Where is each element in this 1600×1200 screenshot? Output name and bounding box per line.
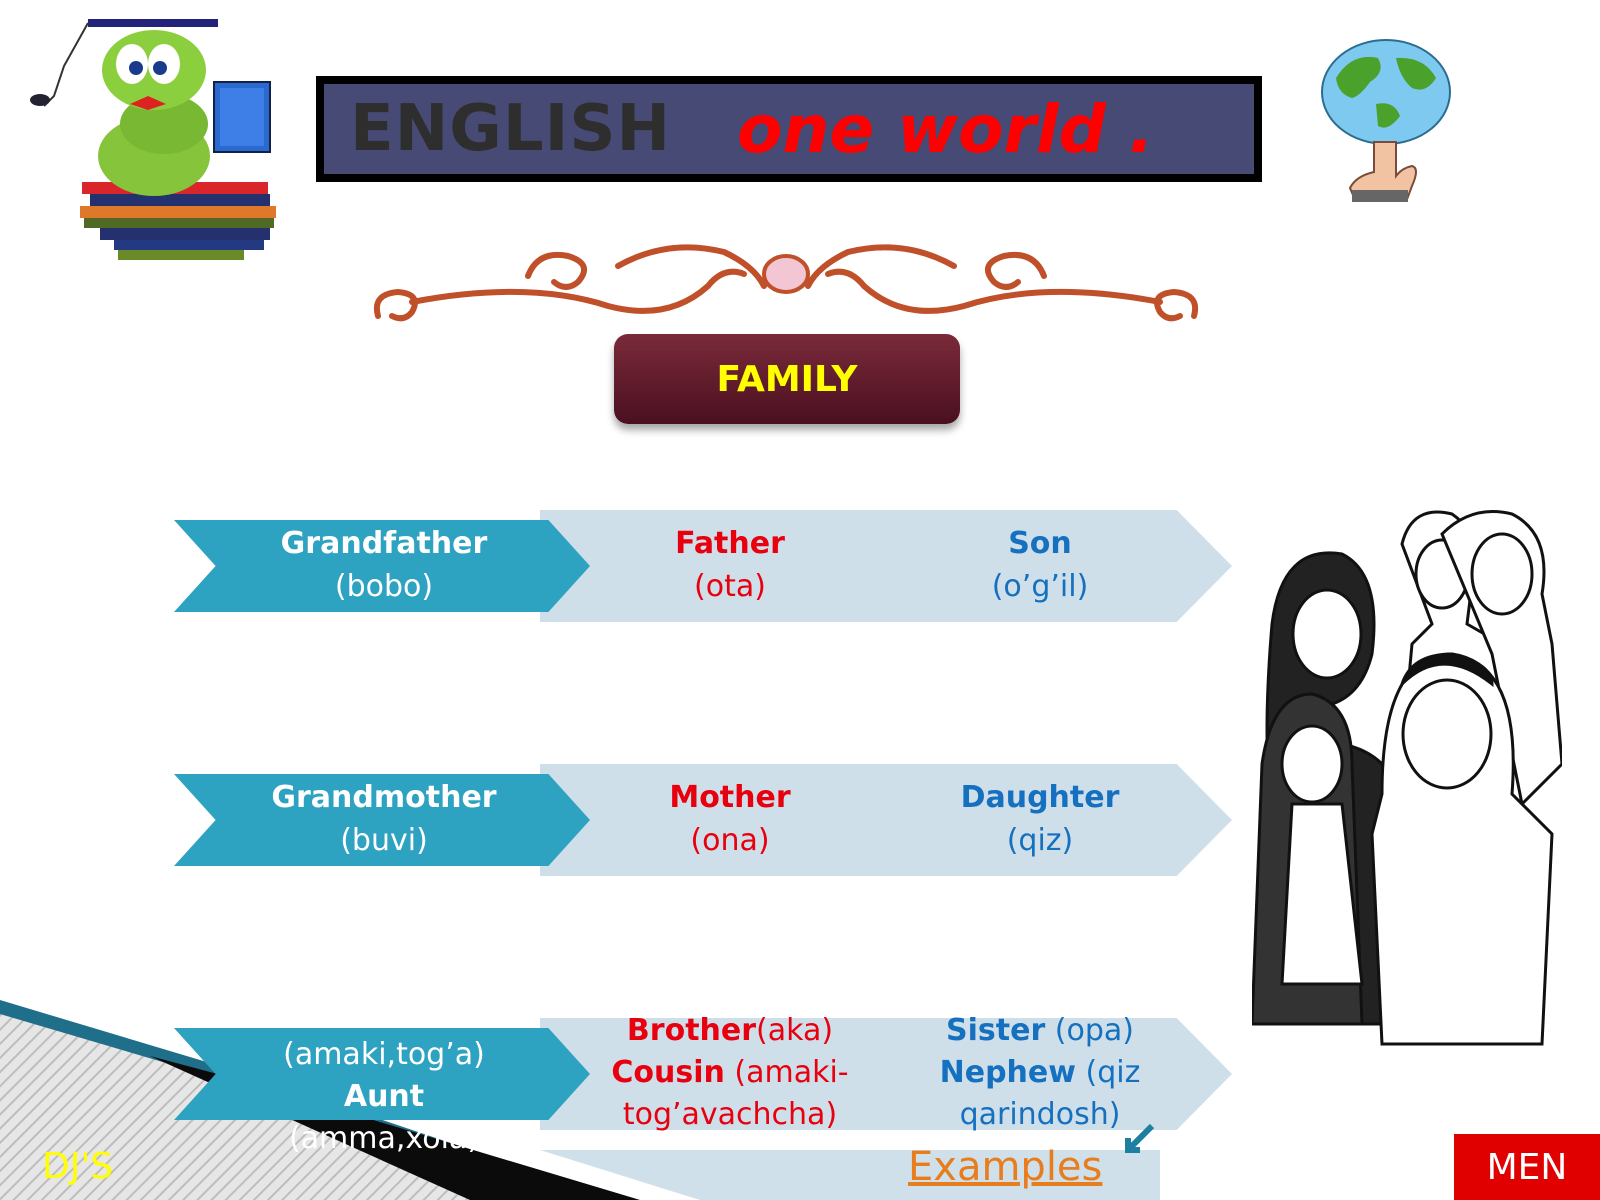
title-banner: ENGLISH one world . (316, 76, 1262, 182)
footer-djs-label: DJ'S (42, 1146, 114, 1187)
chevron-teal (174, 1028, 590, 1120)
chevron-teal (174, 774, 590, 866)
title-english: ENGLISH (350, 92, 672, 166)
men-button[interactable]: MEN (1454, 1134, 1600, 1200)
chevron-light (540, 510, 1232, 622)
family-sketch-icon (1252, 510, 1562, 1046)
family-section-button[interactable]: FAMILY (614, 334, 960, 424)
cell-mother: Mother (ona) (669, 780, 791, 858)
cell-sister-nephew: Sister (opa) Nephew (qiz qarindosh) (939, 1013, 1141, 1132)
family-row-1: Grandfather (bobo) Father (ota) Son (o’g… (0, 510, 1240, 630)
title-tagline: one world . (737, 90, 1154, 168)
examples-link[interactable]: Examples (908, 1144, 1103, 1190)
bookworm-graduate-icon (30, 19, 276, 260)
chevron-teal (174, 520, 590, 612)
cell-brother-cousin: Brother(aka) Cousin (amaki- tog’avachcha… (611, 1013, 849, 1132)
arrow-icon[interactable] (1124, 1120, 1160, 1154)
chevron-light (540, 1018, 1232, 1130)
chevron-light (540, 764, 1232, 876)
globe-on-finger-icon (1321, 39, 1451, 202)
cell-grandmother: Grandmother (buvi) (271, 780, 497, 858)
cell-son: Son (o’g’il) (991, 526, 1089, 604)
ornament-swirl-icon (374, 244, 1198, 322)
cell-grandfather: Grandfather (bobo) (280, 526, 488, 604)
cell-father: Father (ota) (675, 526, 785, 604)
cell-daughter: Daughter (qiz) (960, 780, 1120, 858)
family-row-3: (amaki,tog’a) Aunt (amma,xola) Brother(a… (0, 1013, 1240, 1156)
cell-aunt: (amaki,tog’a) Aunt (amma,xola) (283, 1037, 485, 1156)
family-row-2: Grandmother (buvi) Mother (ona) Daughter… (0, 764, 1240, 884)
